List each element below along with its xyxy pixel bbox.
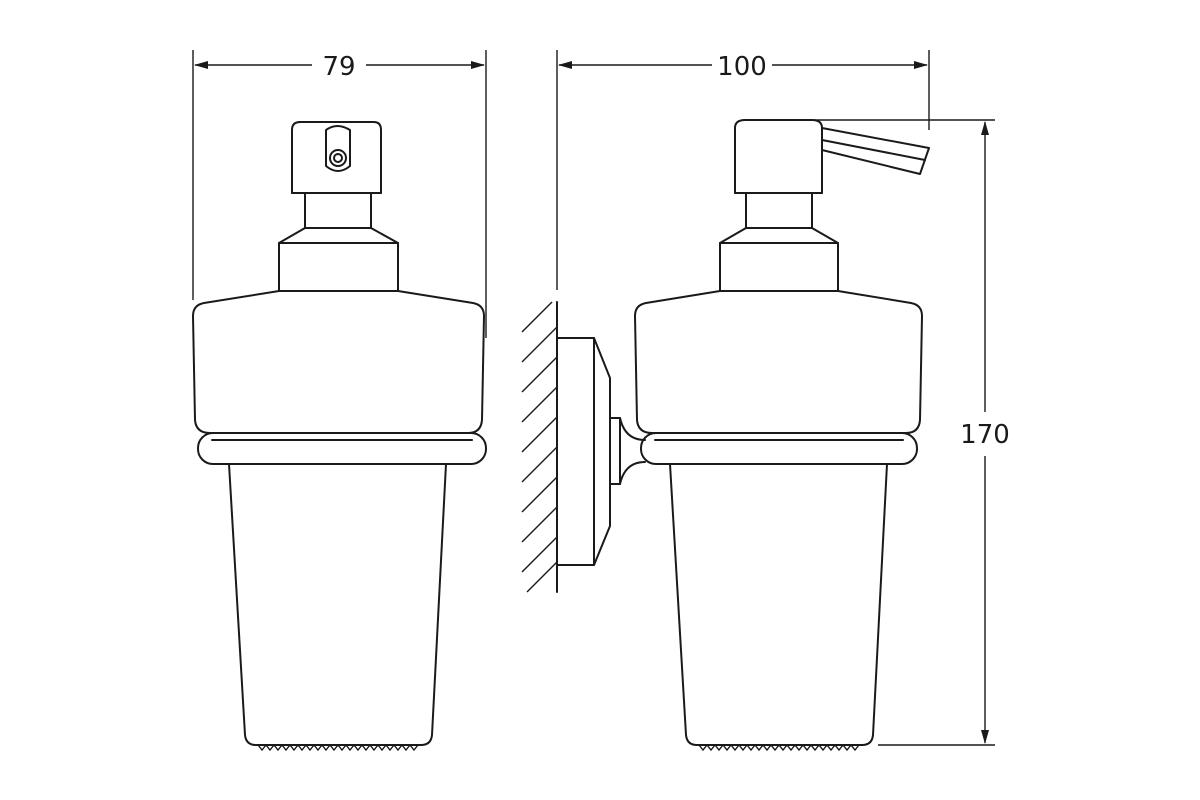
front-view: 79: [192, 50, 487, 752]
front-width-dimension: 79: [192, 50, 487, 338]
side-view: 100 170: [521, 50, 1010, 752]
side-cup-base-texture: [698, 743, 860, 752]
side-collar: [719, 227, 839, 292]
front-shoulder: [192, 290, 485, 434]
front-cup-base-texture: [257, 743, 419, 752]
front-pump-head: [291, 121, 382, 194]
side-width-label: 100: [717, 52, 767, 82]
wall-hatching: [521, 301, 558, 593]
front-cup: [228, 463, 447, 746]
side-shoulder: [634, 290, 923, 434]
front-pump-neck: [304, 192, 372, 229]
wall-mount-bracket: [556, 337, 646, 566]
front-collar: [278, 227, 399, 292]
side-cup: [669, 463, 888, 746]
height-dimension: 170: [800, 119, 1010, 746]
side-pump-neck: [745, 192, 813, 229]
side-width-dimension: 100: [556, 50, 930, 290]
side-ring: [640, 432, 918, 465]
pump-lever: [821, 127, 930, 175]
height-label: 170: [960, 420, 1010, 450]
front-width-label: 79: [322, 52, 355, 82]
front-ring: [197, 432, 487, 465]
side-pump-head: [734, 119, 930, 194]
